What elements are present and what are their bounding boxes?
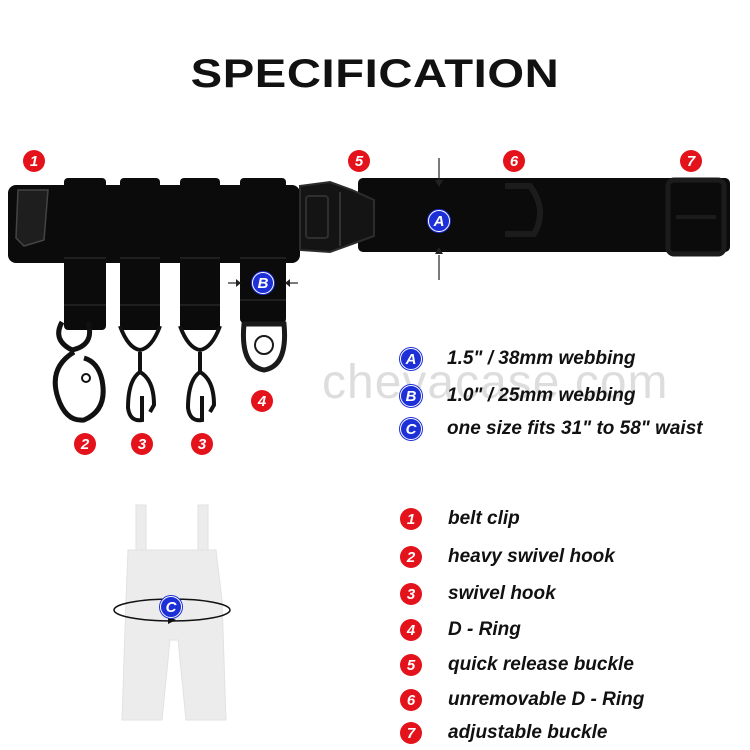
d-ring	[240, 321, 288, 373]
legend-text: D - Ring	[448, 619, 521, 640]
legend-badge: 7	[400, 722, 422, 744]
marker-5-badge: 5	[348, 150, 370, 172]
overalls-silhouette	[121, 504, 227, 721]
marker-3a-badge: 3	[131, 433, 153, 455]
adjustable-buckle	[665, 177, 727, 257]
legend-item: 6 unremovable D - Ring	[400, 689, 644, 711]
legend-badge: 3	[400, 583, 422, 605]
legend-item: 7 adjustable buckle	[400, 722, 607, 744]
d-ring-strap	[240, 178, 286, 323]
legend-text: swivel hook	[448, 583, 556, 604]
marker-3b-badge: 3	[191, 433, 213, 455]
marker-7-badge: 7	[680, 150, 702, 172]
legend-text: heavy swivel hook	[448, 546, 615, 567]
marker-2-badge: 2	[74, 433, 96, 455]
legend-text: belt clip	[448, 508, 520, 529]
spec-badge: A	[400, 348, 422, 370]
hook-strap-1	[64, 178, 106, 330]
page-title: SPECIFICATION	[190, 52, 560, 96]
spec-text: 1.5" / 38mm webbing	[447, 348, 636, 369]
heavy-swivel-hook	[52, 320, 106, 423]
legend-badge: 5	[400, 654, 422, 676]
marker-c-badge: C	[160, 596, 182, 618]
legend-text: adjustable buckle	[448, 722, 608, 743]
legend-item: 4 D - Ring	[400, 619, 521, 641]
spec-badge: C	[400, 418, 422, 440]
spec-text: 1.0" / 25mm webbing	[447, 385, 636, 406]
marker-6-badge: 6	[503, 150, 525, 172]
hook-strap-3	[180, 178, 220, 330]
legend-text: quick release buckle	[448, 654, 634, 675]
legend-item: 3 swivel hook	[400, 583, 556, 605]
quick-release-buckle	[299, 180, 375, 254]
legend-badge: 1	[400, 508, 422, 530]
marker-a-badge: A	[428, 210, 450, 232]
spec-text: one size fits 31" to 58" waist	[447, 418, 703, 439]
legend-text: unremovable D - Ring	[448, 689, 645, 710]
marker-4-badge: 4	[251, 390, 273, 412]
spec-item-c: C one size fits 31" to 58" waist	[400, 418, 703, 440]
swivel-hook-1	[118, 325, 162, 423]
legend-badge: 2	[400, 546, 422, 568]
spec-badge: B	[400, 385, 422, 407]
unremovable-d-ring	[505, 183, 543, 237]
watermark: chevacase.com	[322, 356, 669, 409]
legend-item: 1 belt clip	[400, 508, 520, 530]
marker-1-badge: 1	[23, 150, 45, 172]
legend-item: 5 quick release buckle	[400, 654, 634, 676]
legend-badge: 4	[400, 619, 422, 641]
belt-clip	[15, 189, 49, 247]
swivel-hook-2	[178, 325, 222, 423]
marker-b-badge: B	[252, 272, 274, 294]
legend-badge: 6	[400, 689, 422, 711]
hook-strap-2	[120, 178, 160, 330]
belt-strap-right	[358, 178, 730, 252]
spec-item-a: A 1.5" / 38mm webbing	[400, 348, 636, 370]
spec-item-b: B 1.0" / 25mm webbing	[400, 385, 636, 407]
legend-item: 2 heavy swivel hook	[400, 546, 615, 568]
